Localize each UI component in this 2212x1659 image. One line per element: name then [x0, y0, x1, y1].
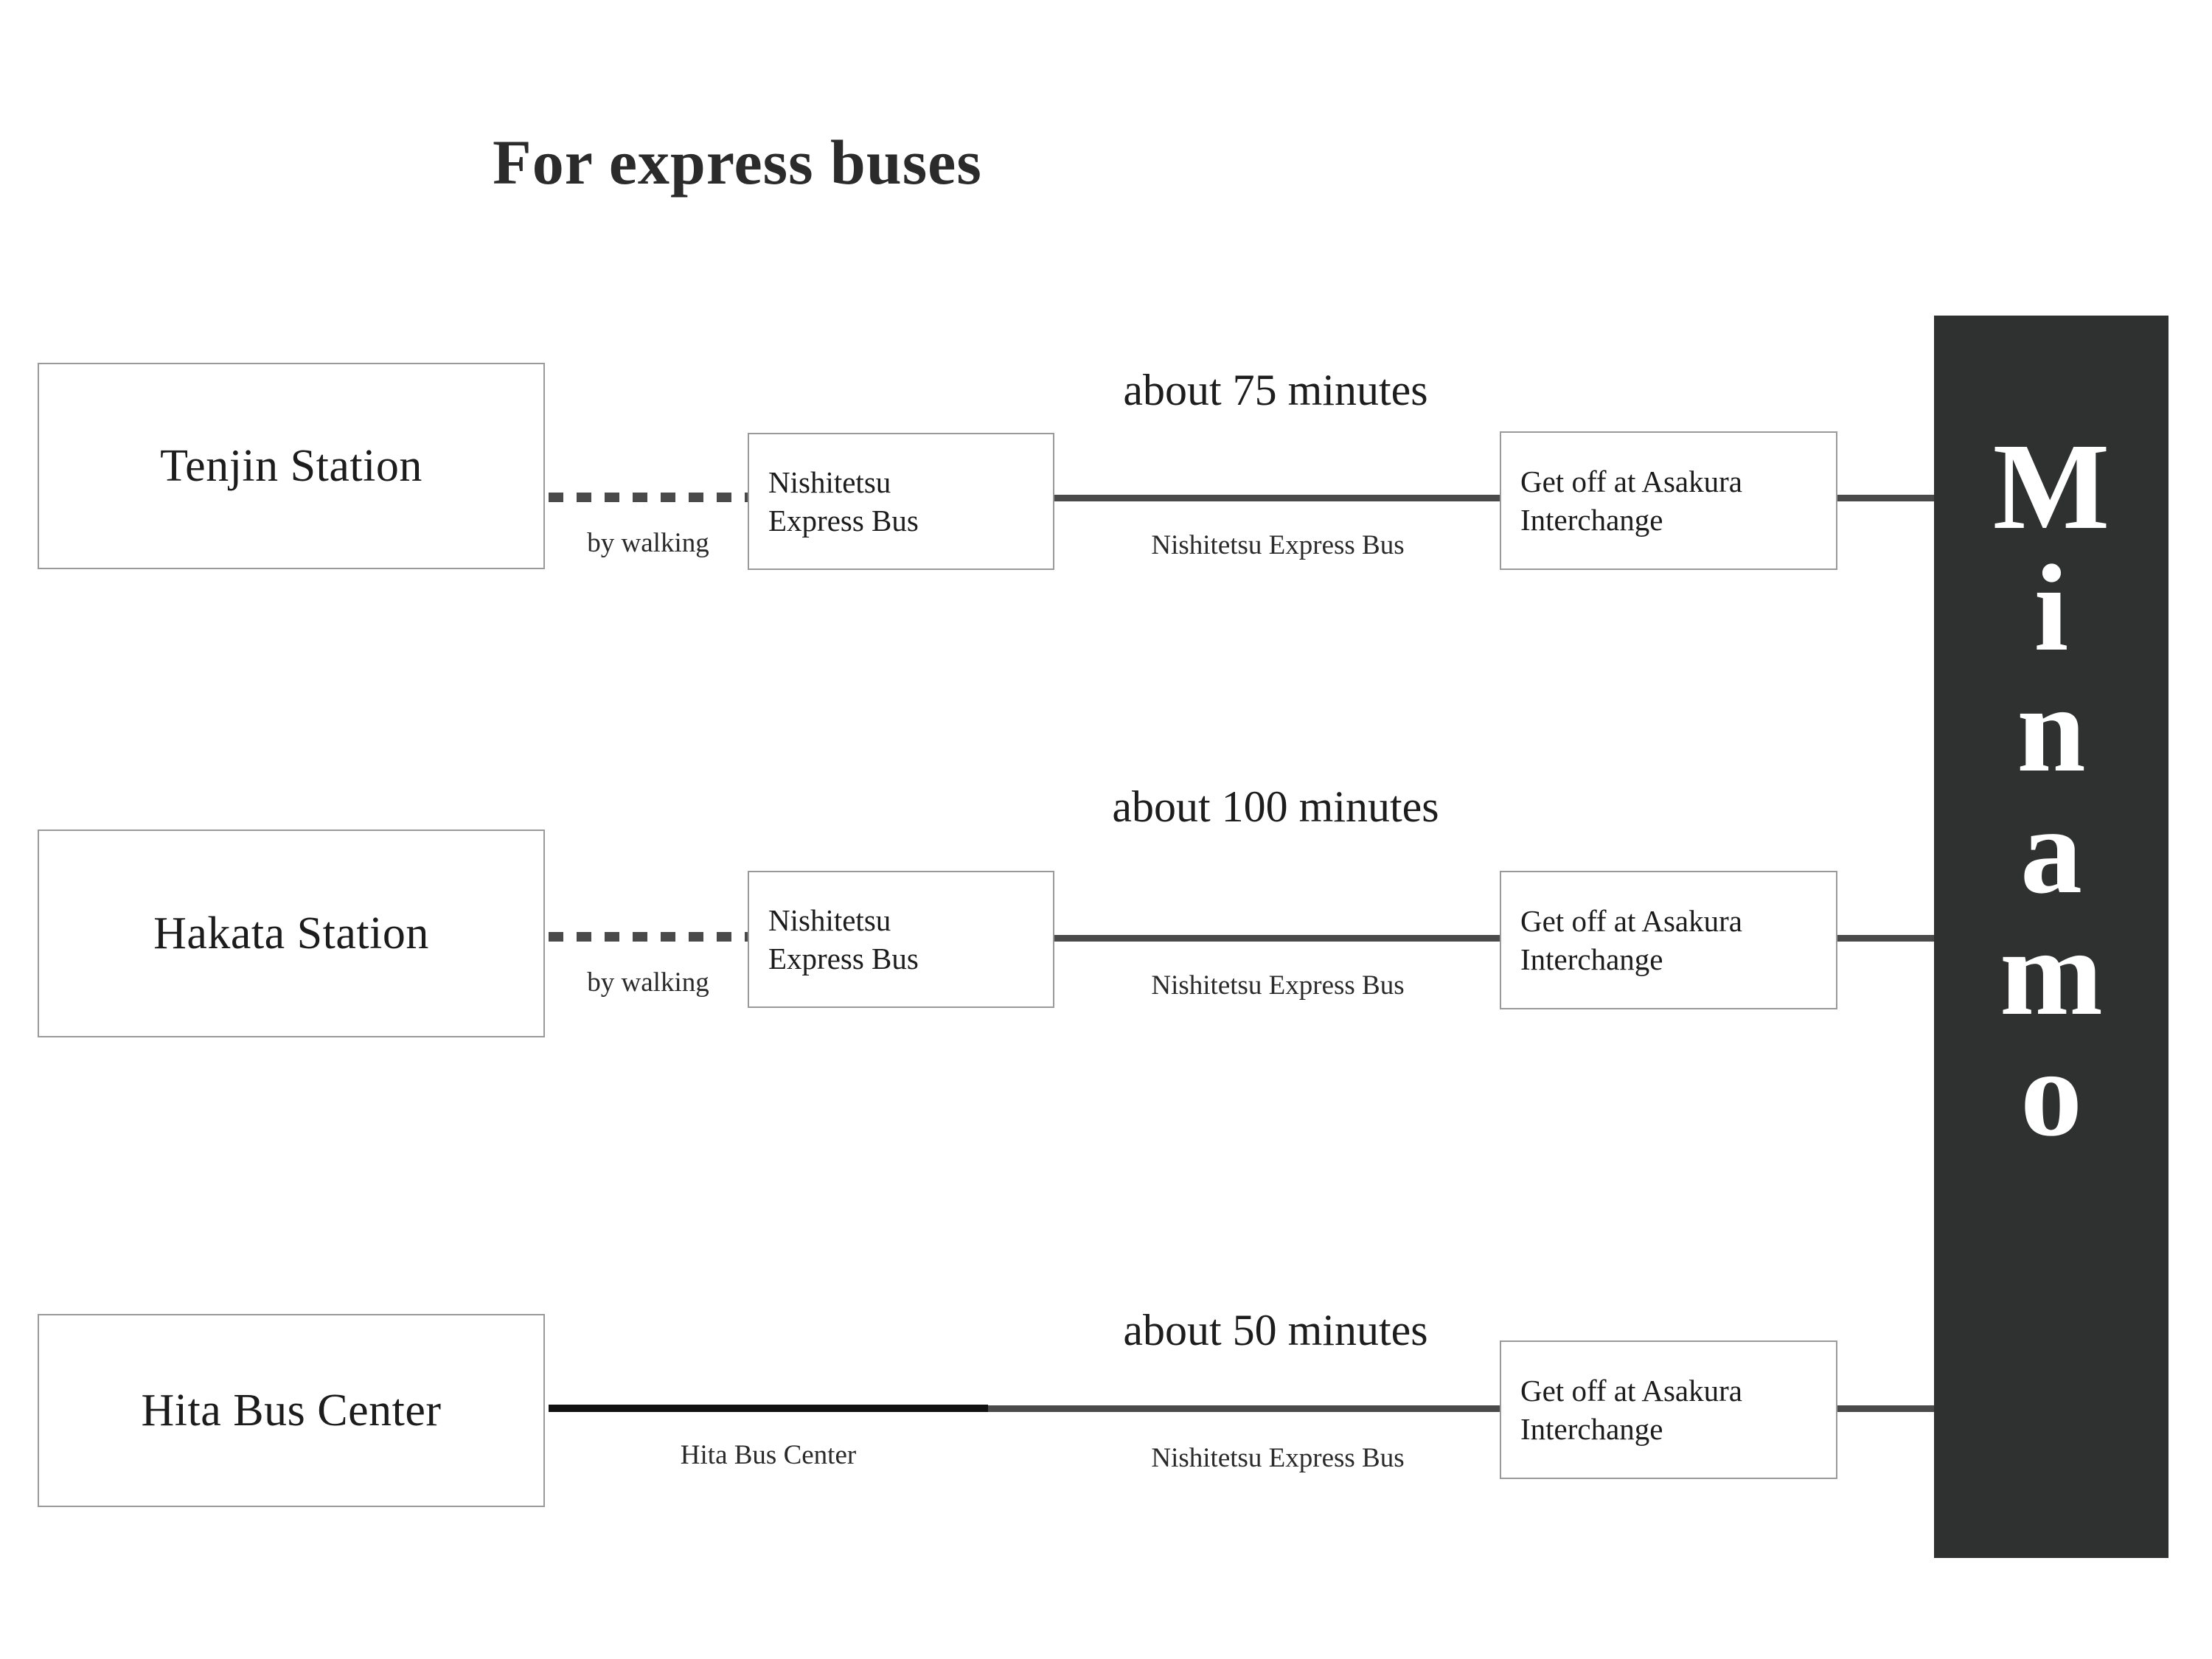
connector-arrival-tenjin	[1837, 495, 1941, 501]
step-box-nishitetsu-express-bus-hakata[interactable]: Nishitetsu Express Bus	[748, 871, 1054, 1008]
step-box-label: Get off at Asakura Interchange	[1520, 903, 1742, 976]
connector-bus-hita	[988, 1405, 1501, 1412]
step-box-get-off-asakura-hakata[interactable]: Get off at Asakura Interchange	[1500, 871, 1837, 1009]
step-box-nishitetsu-express-bus-tenjin[interactable]: Nishitetsu Express Bus	[748, 433, 1054, 570]
origin-box-hakata[interactable]: Hakata Station	[38, 830, 545, 1037]
step-box-get-off-asakura-tenjin[interactable]: Get off at Asakura Interchange	[1500, 431, 1837, 570]
connector-arrival-hakata	[1837, 935, 1941, 942]
minamo-letter-5: m	[2000, 903, 2103, 1041]
step-box-label: Get off at Asakura Interchange	[1520, 464, 1742, 537]
connector-walking-hakata	[549, 932, 748, 942]
edge-label-walking-tenjin: by walking	[587, 528, 709, 558]
duration-label-hakata: about 100 minutes	[1112, 782, 1439, 831]
edge-label-hita-bus-center: Hita Bus Center	[680, 1440, 857, 1470]
connector-hita-bus-center	[549, 1405, 988, 1412]
duration-label-hita: about 50 minutes	[1123, 1306, 1428, 1354]
minamo-letter-1: M	[1992, 418, 2110, 555]
step-box-get-off-asakura-hita[interactable]: Get off at Asakura Interchange	[1500, 1340, 1837, 1479]
duration-label-tenjin: about 75 minutes	[1123, 366, 1428, 414]
step-box-label: Nishitetsu Express Bus	[768, 902, 919, 975]
destination-banner-minamo: M i n a m o	[1934, 316, 2168, 1558]
connector-walking-tenjin	[549, 493, 748, 502]
connector-bus-tenjin	[1054, 495, 1501, 501]
edge-label-bus-hakata: Nishitetsu Express Bus	[1151, 970, 1405, 1001]
edge-label-bus-hita: Nishitetsu Express Bus	[1151, 1443, 1405, 1473]
minamo-letter-3: n	[2017, 661, 2086, 799]
minamo-letter-6: o	[2020, 1025, 2082, 1163]
connector-arrival-hita	[1837, 1405, 1941, 1412]
page-title: For express buses	[493, 127, 982, 198]
minamo-letter-4: a	[2020, 782, 2082, 919]
edge-label-walking-hakata: by walking	[587, 967, 709, 998]
origin-box-hita[interactable]: Hita Bus Center	[38, 1314, 545, 1507]
connector-bus-hakata	[1054, 935, 1501, 942]
step-box-label: Get off at Asakura Interchange	[1520, 1373, 1742, 1446]
origin-box-tenjin[interactable]: Tenjin Station	[38, 363, 545, 569]
minamo-letter-2: i	[2034, 539, 2069, 677]
step-box-label: Nishitetsu Express Bus	[768, 465, 919, 538]
edge-label-bus-tenjin: Nishitetsu Express Bus	[1151, 530, 1405, 560]
